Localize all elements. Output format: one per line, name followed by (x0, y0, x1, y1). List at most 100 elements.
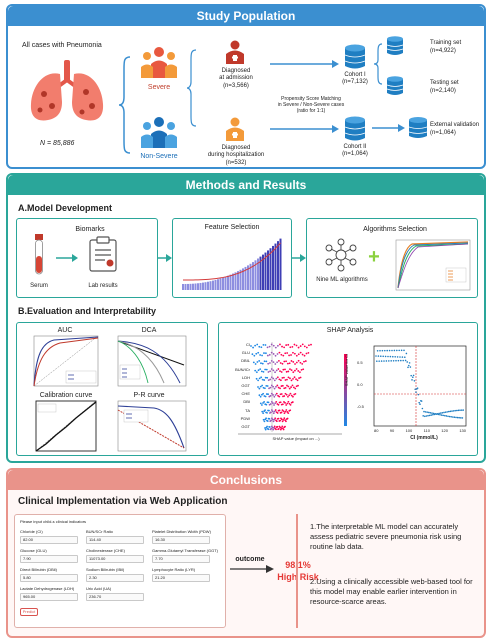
shap-feature: GLU (241, 350, 250, 356)
shap-point (285, 393, 288, 396)
all-cases-label: All cases with Pneumonia (22, 42, 102, 49)
shap-point (287, 385, 290, 388)
uric-acid-field[interactable]: 236.70 (86, 593, 144, 601)
shap-point (257, 386, 259, 388)
shap-point (270, 427, 273, 430)
shap-point (261, 384, 264, 387)
shap-point (261, 404, 263, 406)
shap-point (264, 376, 267, 379)
shap-point (264, 409, 266, 412)
dependence-point (438, 412, 440, 415)
feature-bar (272, 245, 274, 290)
shap-point (292, 377, 294, 380)
predict-button[interactable]: Predict (20, 608, 38, 616)
dep-xtick: 80 (374, 428, 379, 433)
shap-point (280, 427, 283, 429)
field-label: Glucose (GLU) (20, 548, 47, 553)
shap-point (285, 409, 288, 411)
dependence-point (461, 417, 464, 419)
chloride-field[interactable]: 82.00 (20, 536, 78, 544)
dependence-point (446, 411, 448, 413)
shap-point (276, 425, 279, 428)
shap-point (261, 354, 263, 357)
dependence-point (404, 359, 407, 362)
shap-point (289, 377, 291, 380)
shap-point (253, 354, 256, 357)
shap-point (295, 378, 297, 381)
shap-point (273, 425, 276, 428)
feature-bar (237, 271, 239, 290)
dependence-point (442, 414, 444, 417)
shap-point (270, 343, 273, 346)
dependence-point (412, 374, 415, 377)
ibil-field[interactable]: 2.30 (86, 574, 144, 582)
shap-point (295, 368, 298, 370)
che-field[interactable]: 11073.00 (86, 555, 144, 563)
outcome-label: outcome (235, 556, 265, 563)
shap-point (279, 370, 281, 373)
cohort1-label: Cohort I (344, 72, 366, 78)
feature-bar (182, 284, 184, 290)
shap-point (270, 419, 272, 422)
dependence-point (397, 359, 400, 362)
serum-arrow (56, 254, 78, 262)
shap-point (271, 426, 274, 429)
shap-point (295, 354, 298, 357)
ml-network-icon (325, 238, 357, 272)
shap-point (276, 353, 279, 355)
shap-point (294, 363, 296, 365)
dependence-point (416, 387, 419, 389)
pdw-field[interactable]: 16.30 (152, 536, 210, 544)
shap-point (272, 420, 275, 423)
cohort-arrows (270, 60, 339, 133)
shap-point (285, 404, 288, 406)
shap-point (257, 369, 260, 372)
shap-point (263, 401, 266, 403)
dependence-point (460, 409, 463, 411)
shap-point (279, 362, 282, 364)
shap-point (294, 392, 297, 395)
shap-point (276, 384, 279, 387)
to-algorithms-arrow (292, 254, 306, 262)
shap-point (301, 353, 304, 356)
shap-point (292, 386, 295, 389)
dep-ytick: 0.0 (357, 382, 363, 387)
lyr-field[interactable]: 21.20 (152, 574, 210, 582)
shap-point (284, 379, 287, 381)
shap-point (273, 404, 275, 406)
ldh-field[interactable]: 965.00 (20, 593, 78, 601)
dependence-point (450, 415, 452, 418)
psm-label: Propensity Score Matching in Severe / No… (277, 96, 345, 114)
ggt-field[interactable]: 7.70 (152, 555, 210, 563)
shap-point (282, 354, 285, 357)
dep-yticks: 0.5 0.0 -0.5 (357, 360, 365, 409)
serum-label: Serum (30, 283, 48, 289)
shap-point (295, 361, 298, 364)
dependence-point (424, 411, 427, 413)
feature-bar (242, 268, 244, 290)
shap-point (273, 418, 276, 421)
shap-point (279, 379, 282, 382)
shap-point (277, 417, 280, 420)
shap-point (264, 344, 267, 346)
feature-bar (189, 283, 192, 290)
shap-point (293, 343, 296, 346)
bun-scr-field[interactable]: 114.40 (86, 536, 144, 544)
shap-feature: GGT (241, 382, 250, 388)
feature-bar (214, 279, 217, 290)
shap-point (268, 417, 271, 420)
shap-point (285, 370, 288, 373)
dca-chart (117, 335, 187, 387)
shap-point (290, 354, 292, 356)
dbil-field[interactable]: 5.80 (20, 574, 78, 582)
model-dev-heading: A.Model Development (18, 203, 113, 213)
glucose-field[interactable]: 7.90 (20, 555, 78, 563)
dependence-point (394, 356, 396, 358)
shap-point (271, 410, 274, 413)
dependence-point (409, 366, 412, 368)
shap-point (262, 418, 265, 421)
shap-point (270, 409, 273, 411)
dependence-point (459, 409, 461, 412)
hospital-n-label: (n=532) (225, 160, 247, 166)
feature-bar (279, 238, 282, 290)
